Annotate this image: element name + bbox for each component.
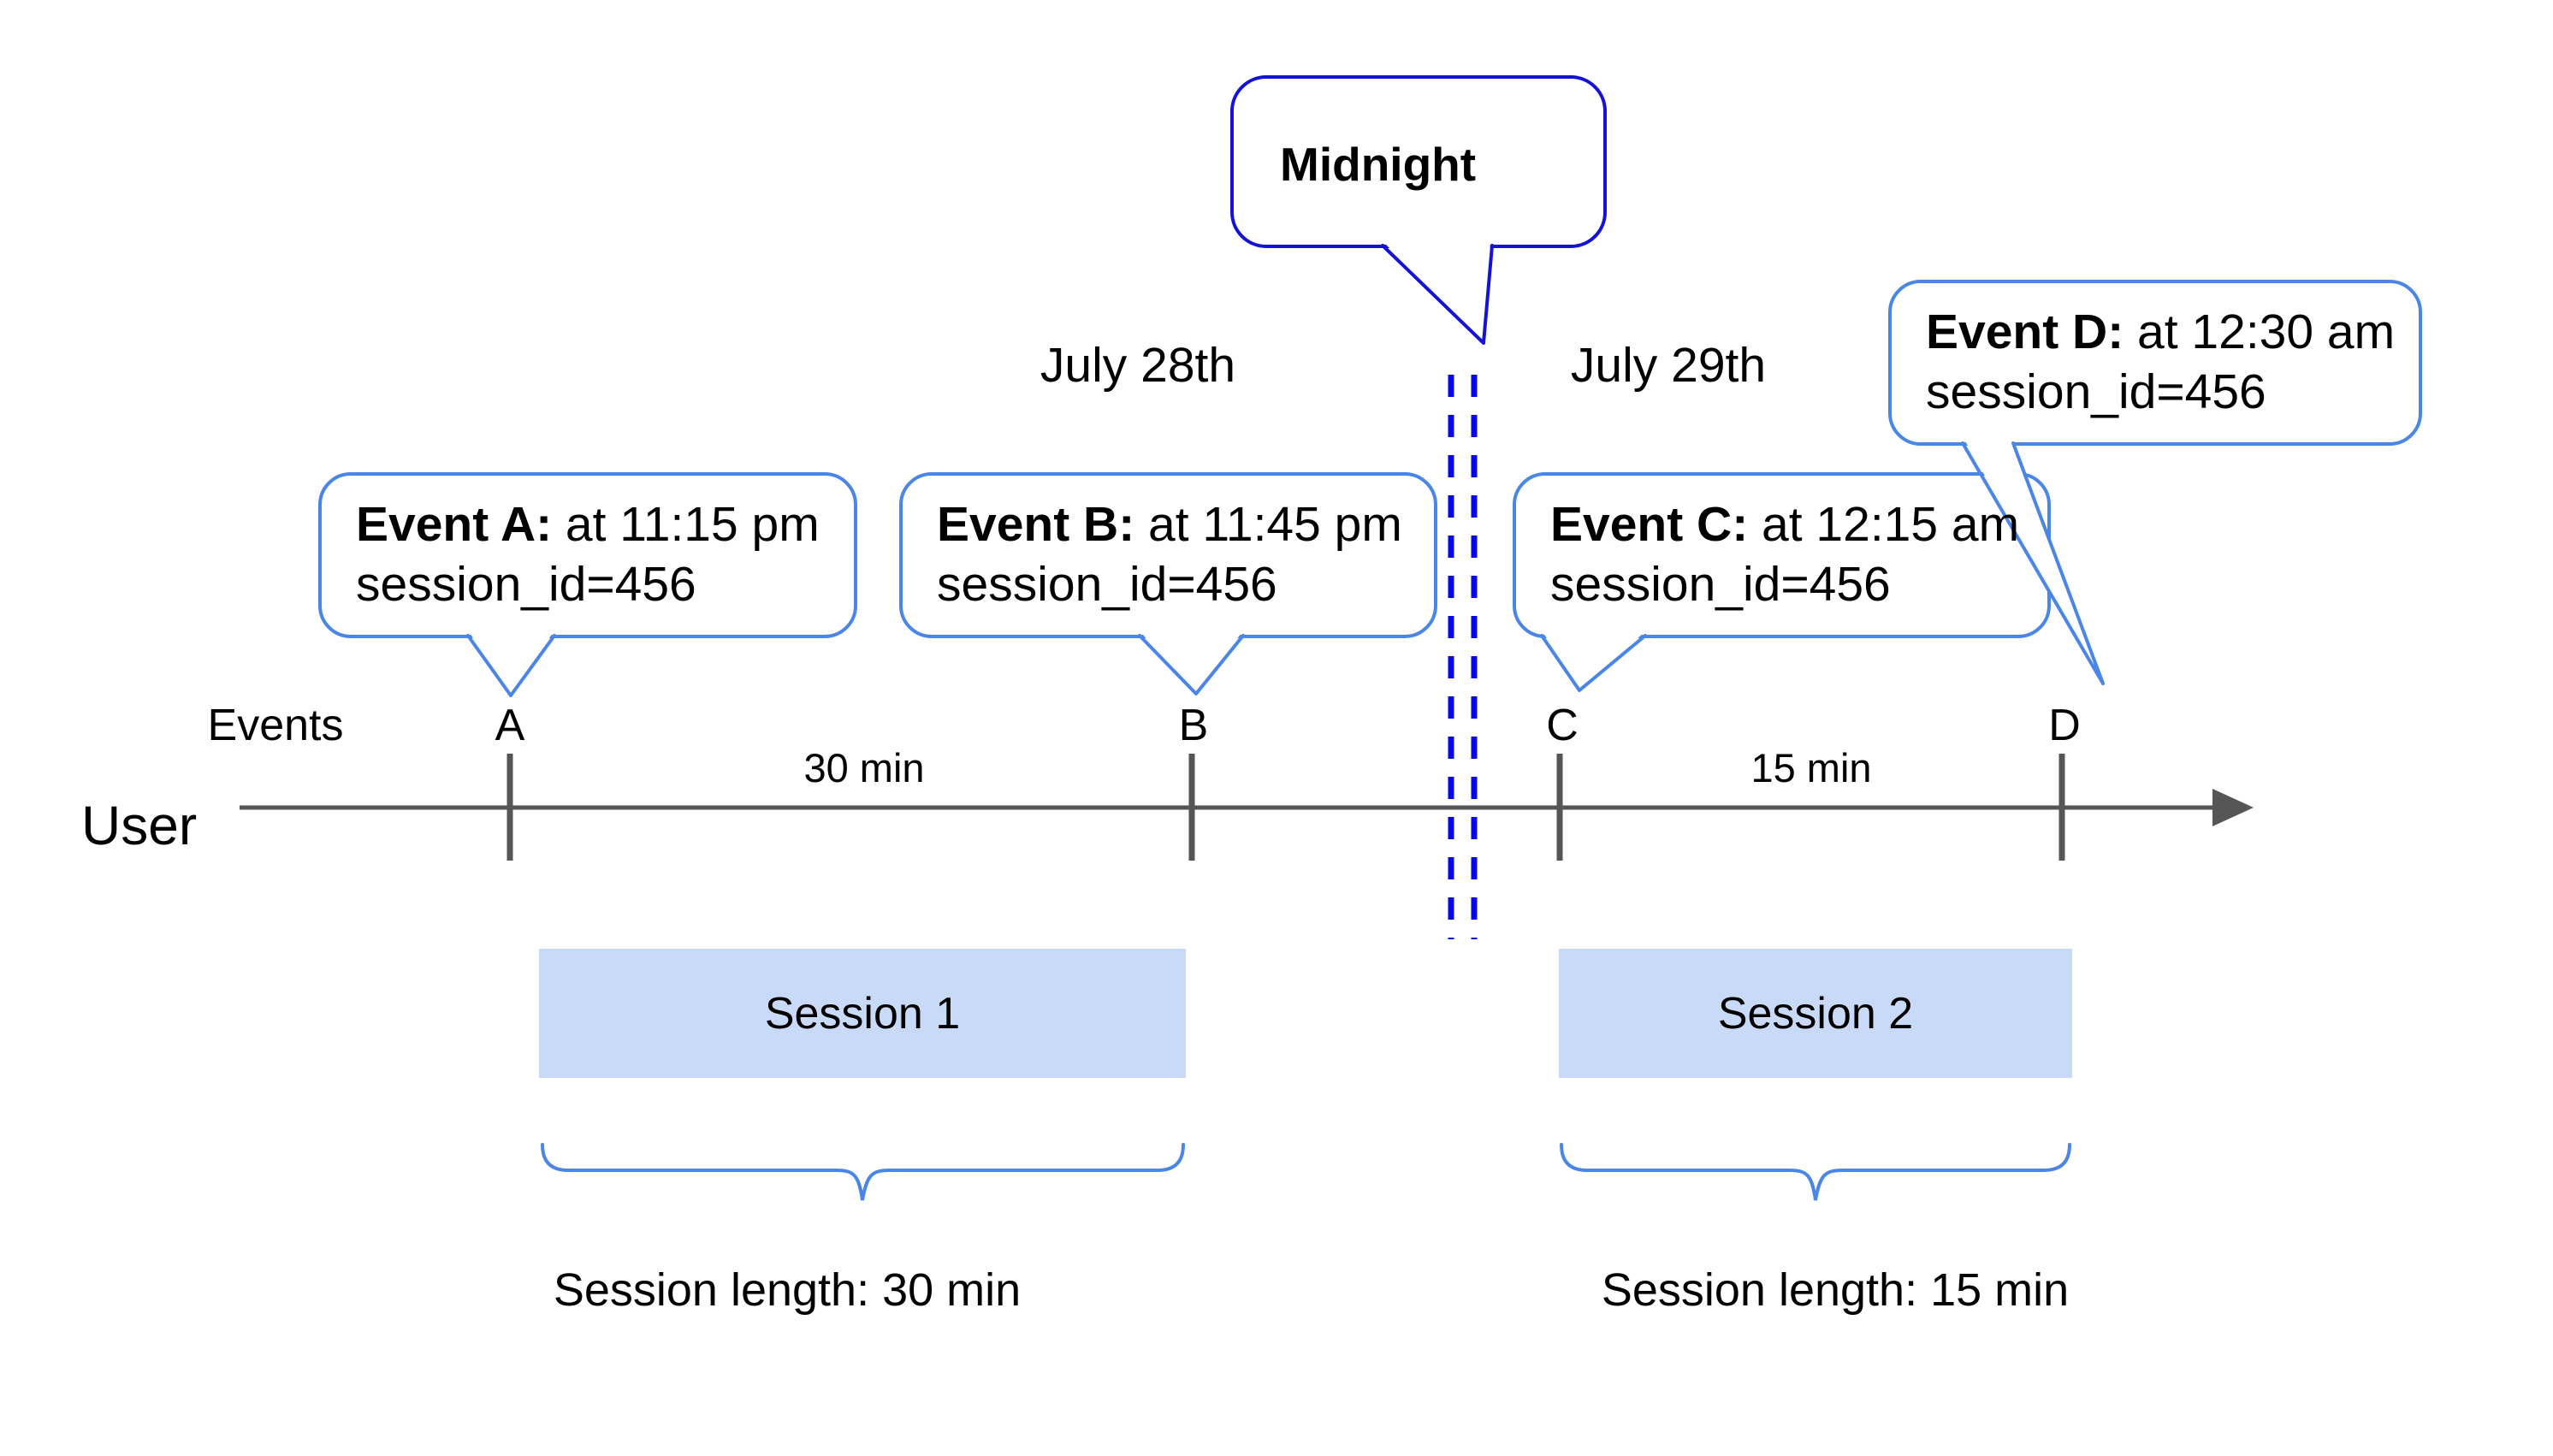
session-2-label: Session 2 (1717, 988, 1914, 1039)
session-2-box: Session 2 (1559, 949, 2072, 1078)
callout-d-title: Event D: (1926, 305, 2124, 360)
callout-c-line1: Event C: at 12:15 am (1550, 495, 2049, 555)
callout-d-time: at 12:30 am (2124, 305, 2396, 360)
callout-text-event-c: Event C: at 12:15 am session_id=456 (1514, 474, 2049, 636)
user-axis-label: User (81, 795, 198, 856)
callout-bubble-d (1888, 280, 2422, 446)
callout-a-time: at 11:15 pm (552, 497, 820, 553)
callout-b-title: Event B: (937, 497, 1135, 553)
session-1-length-label: Session length: 30 min (553, 1264, 1022, 1316)
callout-a-tail (466, 634, 556, 697)
callout-b-line1: Event B: at 11:45 pm (937, 495, 1436, 555)
callout-a-title: Event A: (356, 497, 553, 553)
session-1-label: Session 1 (764, 988, 961, 1039)
tick-label-c: C (1546, 701, 1579, 750)
callout-d-line1: Event D: at 12:30 am (1926, 303, 2420, 363)
axis-arrowhead-icon (2212, 789, 2254, 826)
callout-c-tail-fill (1543, 633, 1644, 689)
midnight-bubble-tail (1381, 244, 1494, 345)
midnight-label: Midnight (1280, 138, 1477, 191)
callout-b-session: session_id=456 (937, 557, 1277, 612)
events-row-label: Events (207, 701, 344, 750)
callout-text-event-a: Event A: at 11:15 pm session_id=456 (320, 474, 856, 636)
callout-c-title: Event C: (1550, 497, 1749, 553)
date-before-midnight: July 28th (1040, 338, 1236, 393)
date-after-midnight: July 29th (1570, 338, 1767, 393)
callout-b-tail-fill (1141, 633, 1241, 692)
session-2-length-label: Session length: 15 min (1601, 1264, 2070, 1316)
session-1-brace (541, 1143, 1185, 1201)
callout-c-session: session_id=456 (1550, 557, 1891, 612)
callout-c-time: at 12:15 am (1748, 497, 2020, 553)
callout-d-tail (1961, 441, 2105, 685)
callout-a-tail-fill (470, 633, 553, 694)
midnight-bubble-tail-fill (1384, 243, 1490, 341)
session-2-brace (1560, 1143, 2071, 1201)
callout-bubble-a (318, 472, 857, 638)
interval-label-30min: 30 min (803, 745, 925, 790)
callout-a-session: session_id=456 (356, 557, 696, 612)
session-1-box: Session 1 (539, 949, 1186, 1078)
callout-b-tail (1138, 634, 1245, 695)
callout-text-event-b: Event B: at 11:45 pm session_id=456 (901, 474, 1436, 636)
tick-label-b: B (1178, 701, 1209, 750)
callout-d-session: session_id=456 (1926, 364, 2266, 419)
callout-c-tail (1540, 634, 1647, 692)
callout-a-line1: Event A: at 11:15 pm (356, 495, 856, 555)
callout-b-time: at 11:45 pm (1134, 497, 1402, 553)
interval-label-15min: 15 min (1750, 745, 1872, 790)
callout-text-event-d: Event D: at 12:30 am session_id=456 (1890, 281, 2420, 444)
tick-label-a: A (495, 701, 525, 750)
tick-label-d: D (2048, 701, 2081, 750)
